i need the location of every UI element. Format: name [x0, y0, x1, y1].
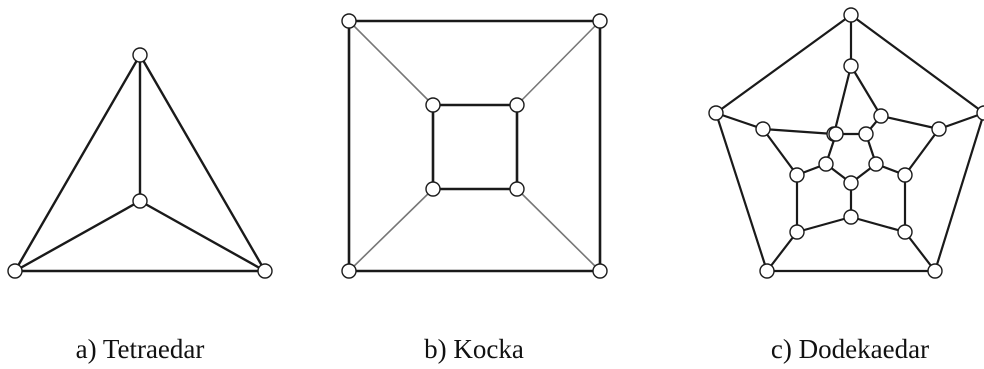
edge-o4-m4 — [937, 111, 984, 131]
vertex-k2 — [843, 175, 859, 191]
edge-i3-m4 — [903, 127, 941, 177]
vertex-m2 — [789, 224, 805, 240]
vertex-i1 — [789, 167, 805, 183]
edge-o0-o1 — [714, 13, 853, 115]
vertex-m4 — [931, 121, 947, 137]
vertex-t2 — [257, 263, 273, 279]
vertex-c0 — [341, 13, 357, 29]
edge-i4-m0 — [849, 64, 883, 118]
edge-i0-m1 — [761, 127, 836, 136]
edge-i2-m3 — [849, 215, 907, 234]
edge-t2-t3 — [138, 199, 267, 273]
vertex-c6 — [509, 181, 525, 197]
vertex-o3 — [927, 263, 943, 279]
edge-c3-c7 — [348, 188, 434, 272]
caption-cube: b) Kocka — [424, 334, 524, 364]
edge-m1-i1 — [761, 127, 799, 177]
dodecahedron-graph — [708, 7, 984, 279]
edge-o1-m1 — [714, 111, 765, 131]
vertex-i4 — [873, 108, 889, 124]
vertex-t1 — [7, 263, 23, 279]
edge-c1-c5 — [516, 20, 601, 106]
vertex-c5 — [509, 97, 525, 113]
vertex-t3 — [132, 193, 148, 209]
caption-dodecahedron: c) Dodekaedar — [770, 334, 930, 364]
vertex-k3 — [818, 156, 834, 172]
vertex-c1 — [592, 13, 608, 29]
vertex-c4 — [425, 97, 441, 113]
vertex-o1 — [708, 105, 724, 121]
edge-c0-c4 — [348, 20, 434, 106]
vertex-t0 — [132, 47, 148, 63]
edge-c2-c6 — [516, 188, 601, 272]
vertex-k0 — [858, 126, 874, 142]
vertex-o4 — [976, 105, 984, 121]
cube-graph — [341, 13, 608, 279]
vertex-m3 — [897, 224, 913, 240]
edge-o4-o0 — [849, 13, 984, 115]
edge-m0-i0 — [832, 64, 853, 136]
vertex-i2 — [843, 209, 859, 225]
edge-m4-i4 — [879, 114, 941, 131]
edge-o2-m2 — [765, 230, 799, 273]
edge-m2-i2 — [795, 215, 853, 234]
vertex-k4 — [828, 126, 844, 142]
edge-o3-m3 — [903, 230, 937, 273]
vertex-m1 — [755, 121, 771, 137]
vertex-c7 — [425, 181, 441, 197]
tetrahedron-graph — [7, 47, 273, 279]
edge-o3-o4 — [933, 111, 984, 273]
vertex-o2 — [759, 263, 775, 279]
edge-t0-t2 — [138, 53, 267, 273]
caption-tetrahedron: a) Tetraedar — [75, 334, 205, 364]
edge-t1-t3 — [13, 199, 142, 273]
vertex-i3 — [897, 167, 913, 183]
vertex-k1 — [868, 156, 884, 172]
vertex-c2 — [592, 263, 608, 279]
vertex-c3 — [341, 263, 357, 279]
vertex-o0 — [843, 7, 859, 23]
vertex-m0 — [843, 58, 859, 74]
edge-o1-o2 — [714, 111, 769, 273]
edge-t0-t1 — [13, 53, 142, 273]
